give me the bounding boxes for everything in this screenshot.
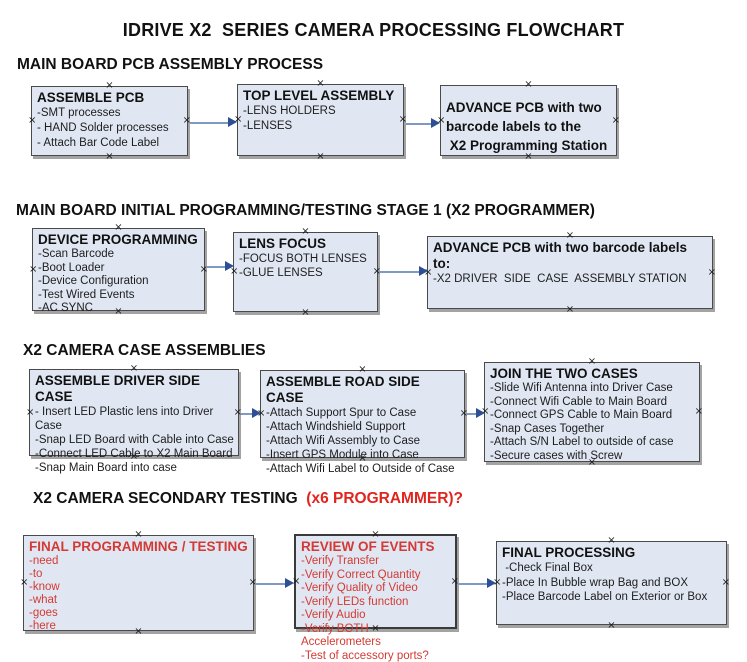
connector-anchor-icon: ×	[26, 406, 35, 418]
flow-box-body: -Attach Support Spur to Case -Attach Win…	[266, 407, 455, 475]
connector-arrow	[241, 408, 261, 419]
flow-box-final-processing: × × × × FINAL PROCESSING -Check Final Bo…	[493, 536, 730, 631]
flow-box-device-programming: × × × × DEVICE PROGRAMMING -Scan Barcode…	[29, 223, 208, 317]
connector-arrow	[458, 578, 496, 589]
connector-anchor-icon: ×	[129, 363, 139, 374]
arrow-head-icon	[228, 117, 237, 127]
connector-anchor-icon: ×	[20, 577, 29, 588]
arrow-head-icon	[419, 266, 428, 276]
connector-anchor-icon: ×	[524, 79, 533, 90]
section-heading-text: X2 CAMERA SECONDARY TESTING	[33, 490, 298, 507]
connector-anchor-icon: ×	[105, 151, 114, 162]
flow-box-title: TOP LEVEL ASSEMBLY	[243, 88, 395, 103]
connector-arrow	[406, 118, 440, 129]
arrow-line	[379, 271, 421, 273]
flow-box-body: -Scan Barcode -Boot Loader -Device Confi…	[38, 248, 149, 314]
flow-box-body: -need -to -know -what -goes -here	[29, 555, 60, 632]
connector-anchor-icon: ×	[707, 266, 716, 278]
connector-arrow	[206, 261, 234, 272]
section-heading-pcb-assembly: MAIN BOARD PCB ASSEMBLY PROCESS	[17, 56, 323, 74]
arrow-line	[406, 123, 433, 125]
flow-box-assemble-road-side-case: × × × × ASSEMBLE ROAD SIDE CASE -Attach …	[257, 365, 468, 476]
flow-box-join-the-two-cases: × × × × JOIN THE TWO CASES -Slide Wifi A…	[481, 357, 703, 468]
connector-anchor-icon: ×	[565, 304, 575, 315]
connector-arrow	[466, 408, 485, 419]
flow-box-title: JOIN THE TWO CASES	[490, 366, 638, 381]
flow-box-title: LENS FOCUS	[239, 236, 327, 251]
flow-box-title: FINAL PROCESSING	[502, 545, 636, 560]
section-heading-text: MAIN BOARD PCB ASSEMBLY PROCESS	[17, 56, 324, 73]
connector-anchor-icon: ×	[694, 406, 703, 417]
arrow-line	[458, 583, 489, 585]
connector-anchor-icon: ×	[29, 263, 38, 275]
section-heading-initial-programming: MAIN BOARD INITIAL PROGRAMMING/TESTING S…	[16, 202, 595, 220]
arrow-head-icon	[476, 408, 485, 418]
section-heading-text: X2 CAMERA CASE ASSEMBLIES	[23, 342, 266, 359]
flow-box-body: -FOCUS BOTH LENSES -GLUE LENSES	[239, 253, 367, 279]
flow-box-body: -SMT processes - HAND Solder processes -…	[37, 107, 169, 149]
connector-anchor-icon: ×	[358, 364, 367, 375]
flow-box-title: DEVICE PROGRAMMING	[38, 232, 198, 247]
arrow-line	[190, 122, 230, 124]
arrow-head-icon	[225, 261, 234, 271]
connector-anchor-icon: ×	[134, 529, 143, 540]
section-heading-secondary-testing: X2 CAMERA SECONDARY TESTING (x6 PROGRAMM…	[33, 490, 463, 508]
flow-box-title: FINAL PROGRAMMING / TESTING	[29, 539, 248, 554]
flow-box-body: -LENS HOLDERS -LENSES	[243, 105, 336, 132]
connector-anchor-icon: ×	[301, 226, 310, 237]
arrow-head-icon	[487, 578, 496, 588]
page-title: IDRIVE X2 SERIES CAMERA PROCESSING FLOWC…	[122, 20, 625, 40]
connector-anchor-icon: ×	[316, 78, 325, 89]
arrow-line	[206, 266, 227, 268]
connector-anchor-icon: ×	[28, 115, 37, 126]
flow-box-body: -Check Final Box -Place In Bubble wrap B…	[502, 562, 708, 603]
flow-box-title: ASSEMBLE PCB	[37, 90, 145, 105]
connector-arrow	[190, 117, 237, 128]
connector-anchor-icon: ×	[105, 80, 114, 91]
section-heading-text: MAIN BOARD INITIAL PROGRAMMING/TESTING S…	[16, 202, 595, 219]
connector-anchor-icon: ×	[607, 535, 616, 546]
connector-anchor-icon: ×	[565, 230, 575, 241]
flow-box-advance-pcb-programming-station: × × × × ADVANCE PCB with two barcode lab…	[437, 80, 620, 162]
connector-anchor-icon: ×	[371, 529, 380, 540]
arrow-line	[466, 413, 478, 415]
flow-box-body: - Insert LED Plastic lens into Driver Ca…	[35, 406, 234, 474]
connector-anchor-icon: ×	[316, 151, 325, 162]
flow-box-assemble-driver-side-case: × × × × ASSEMBLE DRIVER SIDE CASE - Inse…	[26, 364, 242, 475]
section-heading-red-text: (x6 PROGRAMMER)?	[297, 490, 464, 507]
flow-box-title: REVIEW OF EVENTS	[301, 539, 435, 554]
flow-box-body: -Slide Wifi Antenna into Driver Case -Co…	[490, 382, 674, 462]
arrow-line	[255, 583, 287, 585]
flow-box-advance-pcb-driver-side: × × × × ADVANCE PCB with two barcode lab…	[424, 231, 716, 315]
arrow-head-icon	[285, 578, 294, 588]
flow-box-lens-focus: × × × × LENS FOCUS -FOCUS BOTH LENSES -G…	[230, 227, 381, 318]
flow-box-final-programming-testing: × × × × FINAL PROGRAMMING / TESTING -nee…	[20, 530, 257, 637]
connector-anchor-icon: ×	[587, 356, 597, 367]
connector-arrow	[255, 578, 294, 589]
flow-box-title: ASSEMBLE ROAD SIDE CASE	[266, 374, 424, 405]
flow-box-title: ADVANCE PCB with two barcode labels to:	[433, 240, 691, 271]
flow-box-assemble-pcb: × × × × ASSEMBLE PCB -SMT processes - HA…	[28, 81, 191, 162]
arrow-head-icon	[252, 408, 261, 418]
connector-anchor-icon: ×	[114, 222, 123, 233]
flow-box-body: -Verify Transfer -Verify Correct Quantit…	[301, 555, 429, 662]
connector-arrow	[379, 266, 428, 277]
connector-anchor-icon: ×	[721, 577, 730, 588]
section-heading-case-assemblies: X2 CAMERA CASE ASSEMBLIES	[23, 342, 266, 360]
flow-box-top-level-assembly: × × × × TOP LEVEL ASSEMBLY -LENS HOLDERS…	[234, 79, 407, 162]
flow-box-title: ASSEMBLE DRIVER SIDE CASE	[35, 373, 204, 404]
flow-box-review-of-events: × × × × REVIEW OF EVENTS -Verify Transfe…	[292, 529, 459, 662]
arrow-head-icon	[431, 118, 440, 128]
flow-box-body: -X2 DRIVER SIDE CASE ASSEMBLY STATION	[433, 273, 687, 285]
arrow-line	[241, 413, 254, 415]
flow-box-title: ADVANCE PCB with two barcode labels to t…	[446, 100, 608, 153]
connector-anchor-icon: ×	[611, 114, 620, 126]
connector-anchor-icon: ×	[607, 620, 616, 631]
connector-anchor-icon: ×	[301, 307, 310, 318]
